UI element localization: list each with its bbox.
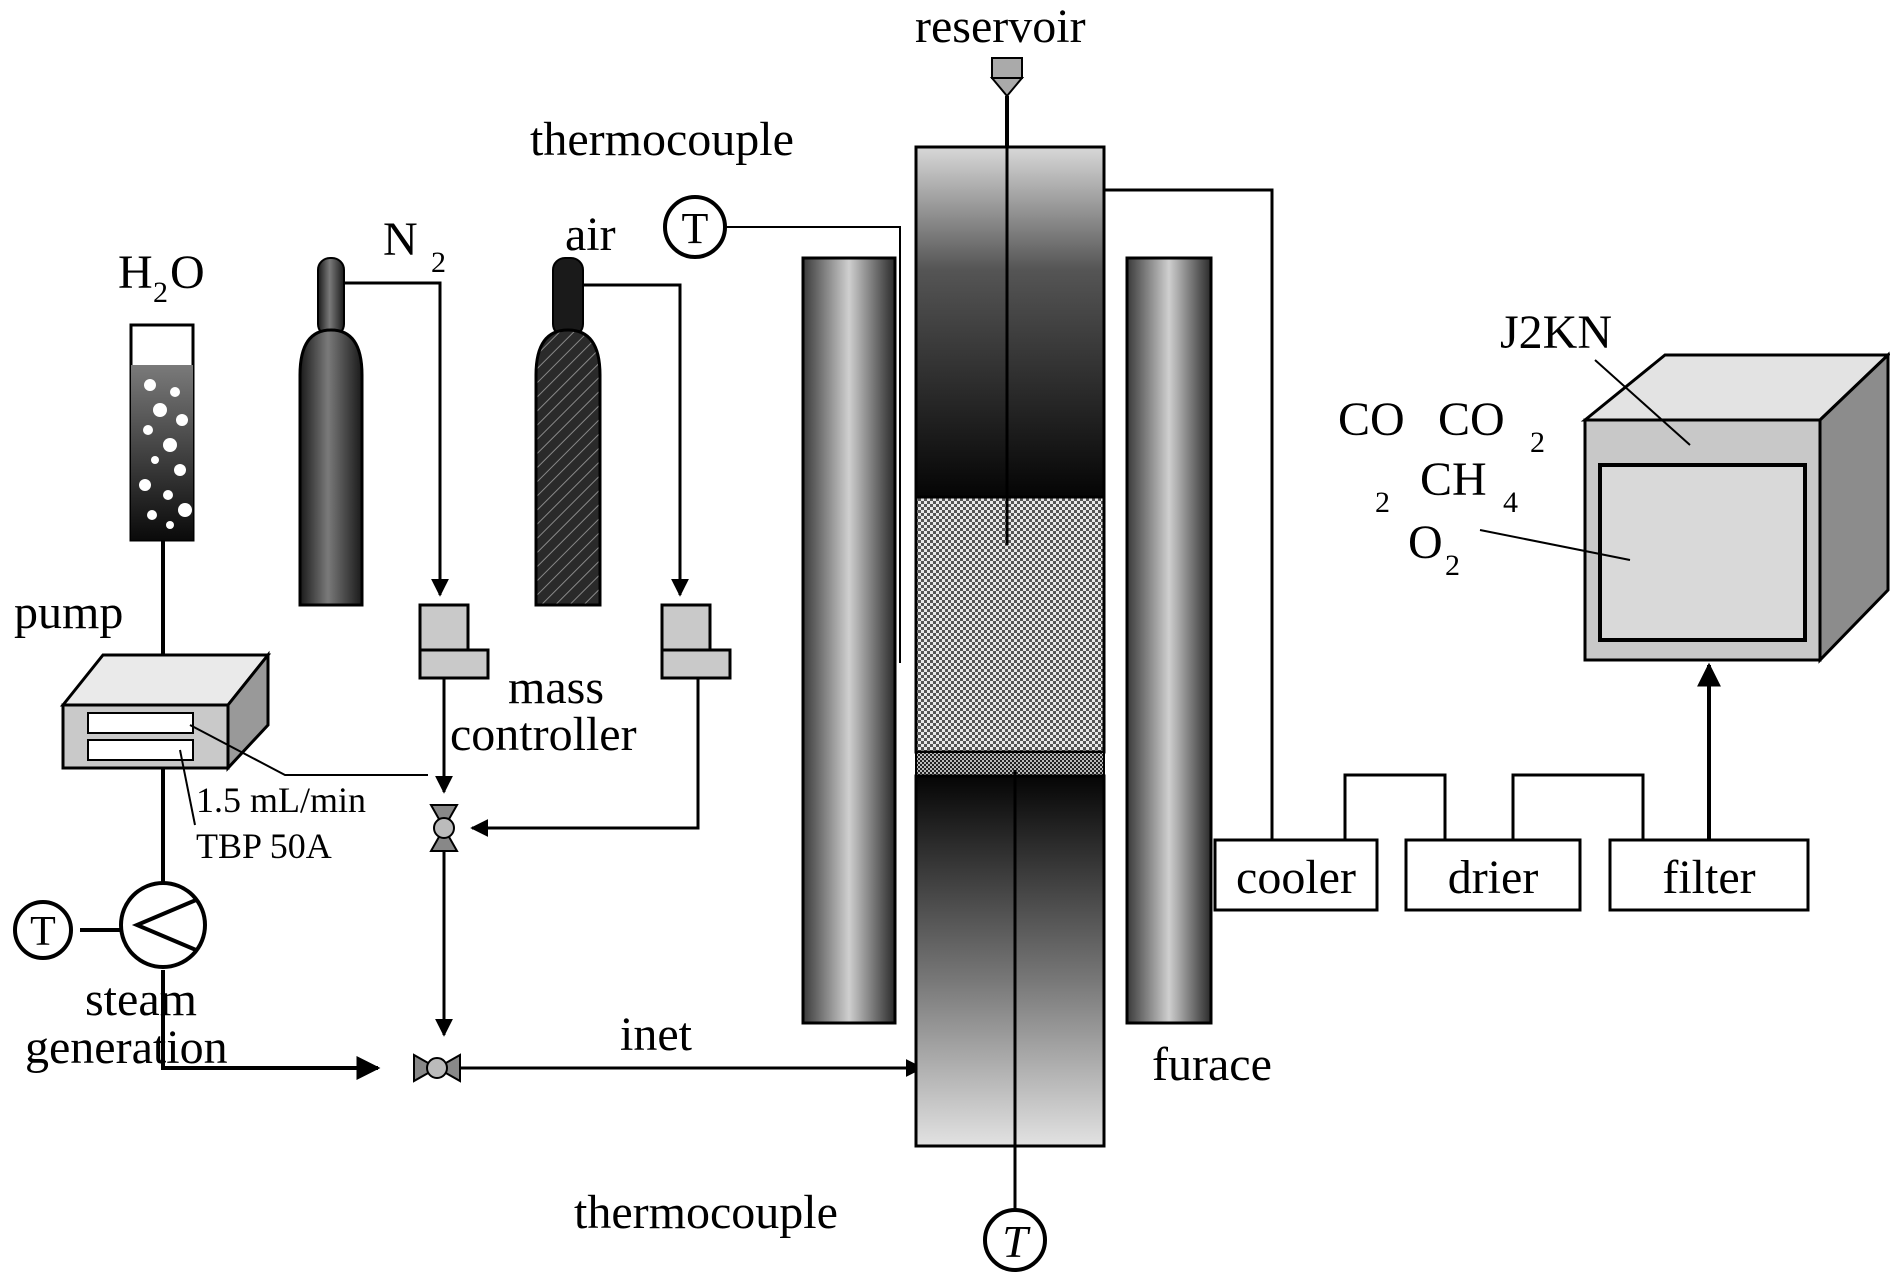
- h2o-label-o: O: [170, 246, 205, 299]
- gas-co2-label: CO: [1438, 393, 1505, 446]
- furnace-left: [801, 256, 897, 1025]
- svg-text:T: T: [30, 909, 56, 955]
- analyzer-label: J2KN: [1500, 306, 1612, 359]
- svg-text:T: T: [1002, 1216, 1031, 1267]
- cooler-label: cooler: [1236, 851, 1356, 904]
- furnace-right: [1125, 256, 1213, 1025]
- flow-rate-label: 1.5 mL/min: [196, 780, 366, 820]
- n2-cylinder: [298, 257, 364, 607]
- mixing-valve-gas: [429, 804, 459, 852]
- mixing-valve-inlet: [413, 1053, 461, 1083]
- n2-label: N: [383, 213, 418, 266]
- thermocouple-bottom-label: thermocouple: [574, 1186, 838, 1239]
- gas-ch4-label: CH: [1420, 453, 1487, 506]
- steam-thermocouple: T: [13, 900, 73, 960]
- h2o-subscript: 2: [153, 276, 168, 309]
- air-label: air: [565, 208, 616, 261]
- drier-label: drier: [1448, 851, 1539, 904]
- inet-label: inet: [620, 1008, 693, 1061]
- gas-co-label: CO: [1338, 393, 1405, 446]
- reactor-tube: [914, 145, 1106, 1148]
- gas-o2-subscript: 2: [1445, 549, 1460, 582]
- air-cylinder: [534, 257, 602, 607]
- thermocouple-top-label: thermocouple: [530, 113, 794, 166]
- pump-unit: [59, 650, 272, 772]
- mass-controller-air: [660, 603, 732, 680]
- pump-model-label: TBP 50A: [196, 826, 332, 866]
- gas-ch4-subscript: 4: [1503, 486, 1518, 519]
- steam-label: steam: [85, 973, 197, 1026]
- steam-generator: [119, 881, 207, 969]
- pump-label: pump: [14, 586, 123, 639]
- h2o-label: H: [118, 246, 153, 299]
- controller-label: controller: [450, 708, 637, 761]
- bottom-thermocouple: T: [983, 1208, 1047, 1272]
- filter-label: filter: [1662, 851, 1755, 904]
- n2-subscript: 2: [431, 246, 446, 279]
- water-tank: [129, 323, 195, 542]
- mass-label: mass: [508, 661, 604, 714]
- gas-o2-label: O: [1408, 516, 1443, 569]
- top-thermocouple: T: [663, 195, 727, 259]
- mass-controller-n2: [418, 603, 490, 680]
- drier-box: [1404, 838, 1582, 912]
- furace-label: furace: [1152, 1038, 1272, 1091]
- reservoir-label: reservoir: [915, 0, 1086, 53]
- cooler-box: [1213, 838, 1379, 912]
- reservoir: [989, 57, 1025, 147]
- gas-co2-subscript: 2: [1530, 426, 1545, 459]
- filter-box: [1608, 838, 1810, 912]
- gas-analyzer: [1580, 351, 1890, 664]
- generation-label: generation: [25, 1021, 228, 1074]
- gas-h2-subscript: 2: [1375, 486, 1390, 519]
- svg-text:T: T: [682, 204, 709, 253]
